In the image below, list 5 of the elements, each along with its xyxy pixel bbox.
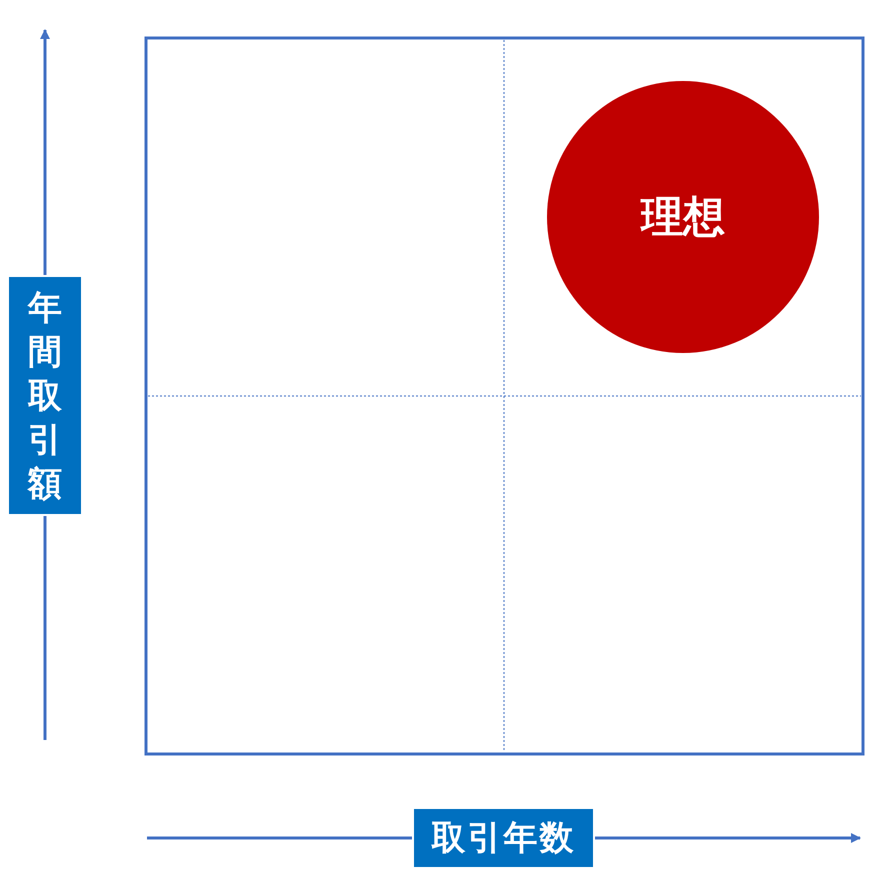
axis-label-box (414, 809, 593, 867)
label-text: 年間取引額 (27, 286, 63, 506)
label-text: 取引年数 (432, 817, 576, 860)
axis-label-box (9, 277, 81, 514)
label-text: 理想 (641, 191, 725, 243)
